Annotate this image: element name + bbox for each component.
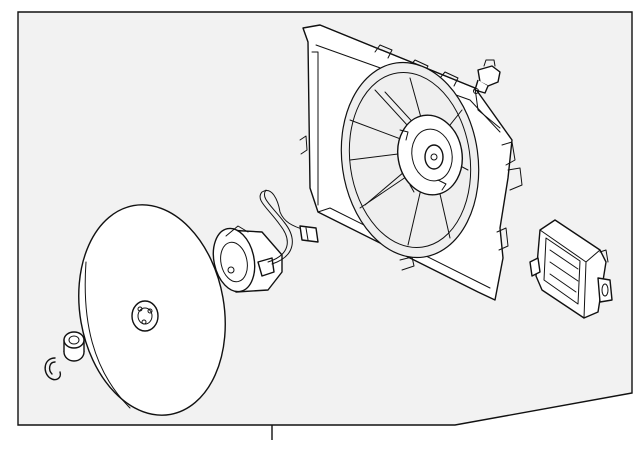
fan-motor [212,189,319,293]
shroud-grommet [473,59,501,94]
clip [44,357,62,381]
nut [63,331,85,362]
cooling-fan-module [529,219,613,319]
fan-blade [78,204,226,416]
